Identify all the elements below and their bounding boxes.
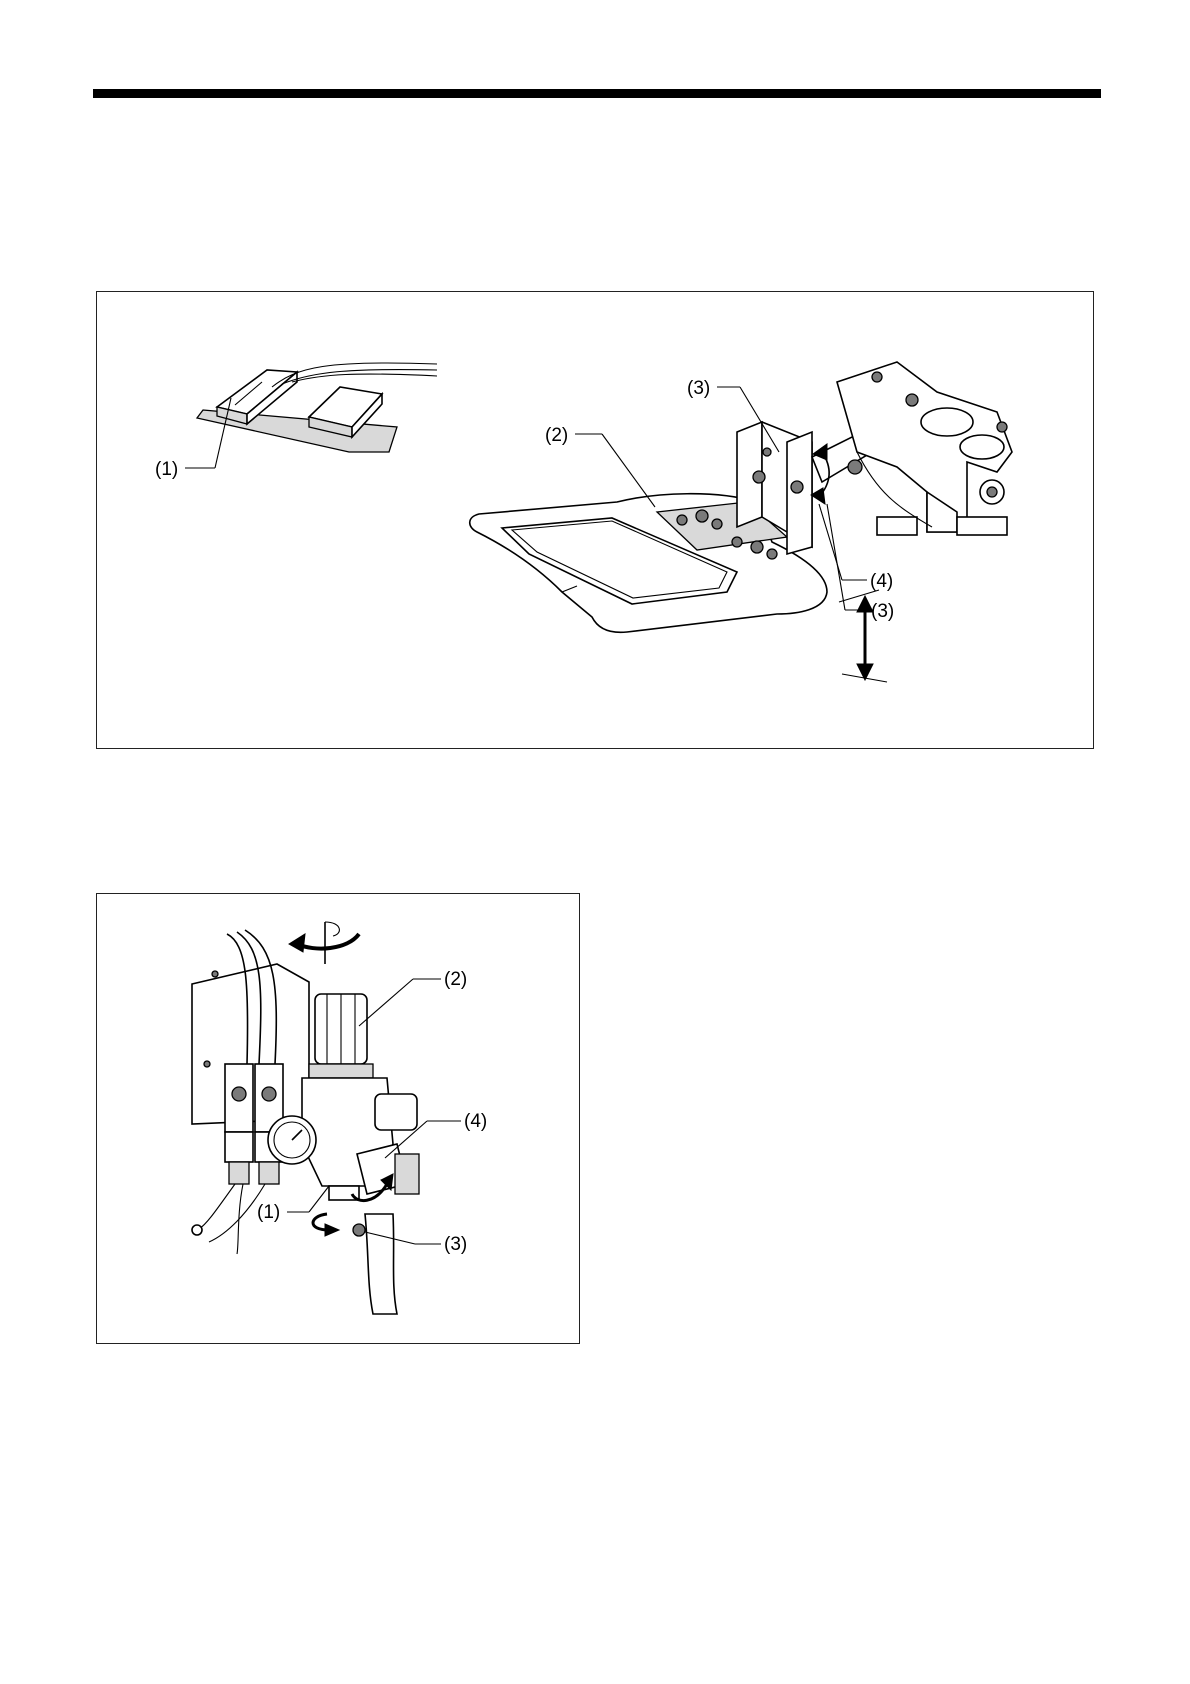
arrowhead-icon [811,488,825,504]
callout-leader-frame-4b [819,504,842,580]
callout-regulator-2: (2) [444,969,467,990]
figure-top-frame: (1) [96,291,1094,749]
foot-pedal-illustration [197,363,437,452]
arrowhead-icon [289,934,305,952]
callout-pedal-1: (1) [155,459,178,480]
frame-clamp-illustration [470,362,1012,632]
air-regulator-illustration [192,930,419,1314]
rotation-arrow-icon [297,934,359,949]
callout-frame-3-bottom: (3) [871,601,894,622]
arrowhead-icon [325,1224,339,1236]
figure-bottom-frame: (2) (4) (1) (3) [96,893,580,1344]
callout-regulator-3: (3) [444,1234,467,1255]
callout-frame-3-top: (3) [687,378,710,399]
callout-leader-frame-2b [602,434,655,507]
callout-leader-regulator-1b [309,1186,329,1212]
callout-frame-2: (2) [545,425,568,446]
callout-regulator-1: (1) [257,1202,280,1223]
rotation-axis-curl [325,922,339,936]
top-rule [93,89,1101,98]
figure-top-illustration: (1) [97,292,1095,750]
figure-bottom-illustration: (2) (4) (1) (3) [97,894,581,1345]
callout-frame-4: (4) [870,571,893,592]
callout-regulator-4: (4) [464,1111,487,1132]
callout-leader-frame-3-bottomb [827,504,845,610]
